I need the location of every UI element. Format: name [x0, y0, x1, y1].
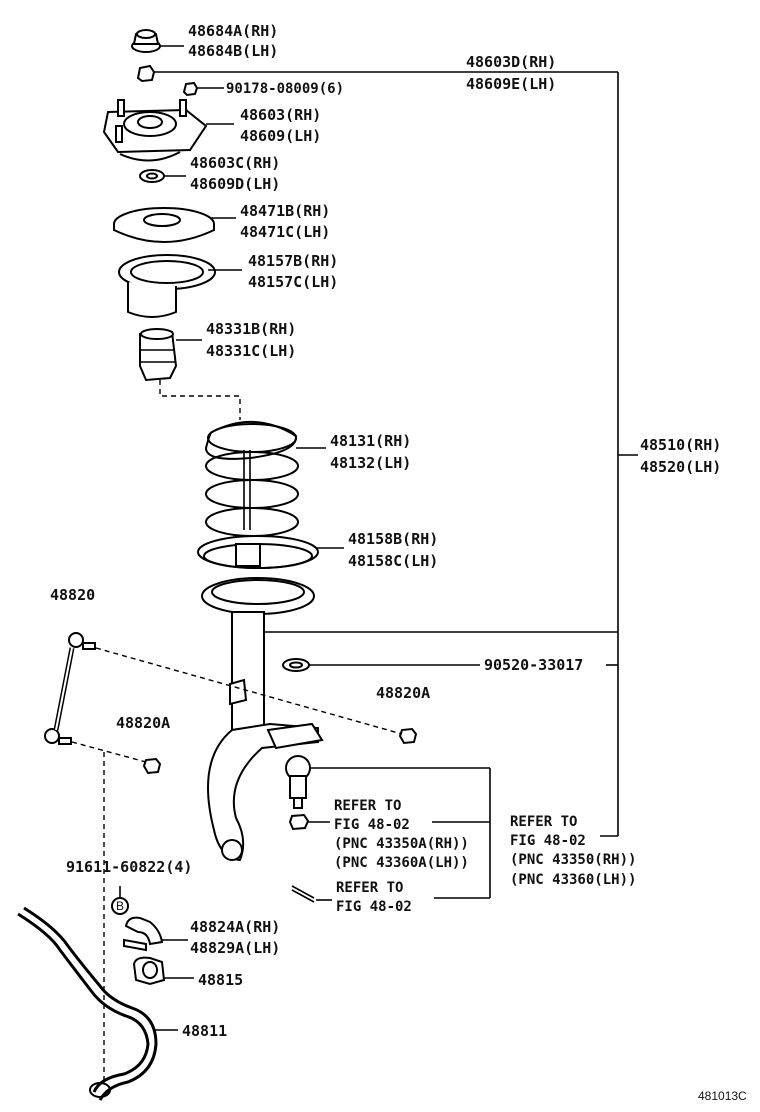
svg-text:48684B(LH): 48684B(LH): [188, 42, 278, 60]
label-48158: 48158B(RH) 48158C(LH): [348, 530, 438, 570]
svg-text:90178-08009(6): 90178-08009(6): [226, 81, 344, 97]
label-48684: 48684A(RH) 48684B(LH): [188, 22, 278, 60]
svg-text:48684A(RH): 48684A(RH): [188, 22, 278, 40]
svg-text:48331C(LH): 48331C(LH): [206, 342, 296, 360]
upper-mount-48603-drawing: [102, 99, 208, 162]
nut-48603d-drawing: [136, 64, 156, 83]
svg-text:481013C: 481013C: [698, 1089, 747, 1103]
svg-text:48157B(RH): 48157B(RH): [248, 252, 338, 270]
lower-insulator-48158-drawing: [197, 535, 319, 569]
svg-text:48131(RH): 48131(RH): [330, 432, 411, 450]
svg-text:48603(RH): 48603(RH): [240, 106, 321, 124]
svg-text:48603C(RH): 48603C(RH): [190, 154, 280, 172]
bushing-48815-drawing: [132, 956, 166, 986]
svg-text:48471C(LH): 48471C(LH): [240, 223, 330, 241]
nut-90178-drawing: [182, 81, 199, 97]
svg-text:48829A(LH): 48829A(LH): [190, 939, 280, 957]
stabilizer-bar-48811-drawing: [17, 906, 158, 1101]
svg-text:48510(RH): 48510(RH): [640, 436, 721, 454]
label-48157: 48157B(RH) 48157C(LH): [248, 252, 338, 291]
nut-48820a-left-drawing: [142, 757, 162, 775]
stabilizer-link-48820-drawing: [44, 632, 96, 745]
bracket-48824a-drawing: [123, 916, 164, 952]
label-90178: 90178-08009(6): [226, 81, 344, 97]
label-48820a-left: 48820A: [116, 714, 170, 732]
insulator-48157-drawing: [118, 254, 216, 318]
svg-text:48157C(LH): 48157C(LH): [248, 273, 338, 291]
svg-text:48603D(RH): 48603D(RH): [466, 53, 556, 71]
washer-48603c-drawing: [139, 169, 165, 183]
svg-text:48132(LH): 48132(LH): [330, 454, 411, 472]
svg-text:(PNC 43350A(RH)): (PNC 43350A(RH)): [334, 836, 469, 852]
label-48811: 48811: [182, 1022, 227, 1040]
strut-48510-drawing: [201, 577, 324, 862]
svg-text:FIG 48-02: FIG 48-02: [336, 899, 412, 915]
nut-ball-joint-drawing: [288, 813, 310, 831]
cotter-pin-drawing: [291, 885, 315, 903]
svg-text:48820A: 48820A: [116, 714, 170, 732]
svg-text:FIG 48-02: FIG 48-02: [510, 833, 586, 849]
svg-text:(PNC 43360A(LH)): (PNC 43360A(LH)): [334, 855, 469, 871]
label-48471: 48471B(RH) 48471C(LH): [240, 202, 330, 241]
svg-text:REFER TO: REFER TO: [336, 880, 403, 896]
label-refer-3: REFER TO FIG 48-02: [336, 880, 412, 915]
bump-stopper-48331-drawing: [139, 328, 178, 382]
label-refer-2: REFER TO FIG 48-02 (PNC 43350(RH)) (PNC …: [510, 814, 636, 888]
spring-seat-48471-drawing: [113, 207, 215, 243]
svg-text:REFER TO: REFER TO: [510, 814, 577, 830]
svg-text:48331B(RH): 48331B(RH): [206, 320, 296, 338]
svg-text:48824A(RH): 48824A(RH): [190, 918, 280, 936]
svg-text:48520(LH): 48520(LH): [640, 458, 721, 476]
svg-text:FIG 48-02: FIG 48-02: [334, 817, 410, 833]
svg-text:48158B(RH): 48158B(RH): [348, 530, 438, 548]
figure-code: 481013C: [698, 1089, 747, 1103]
label-48824: 48824A(RH) 48829A(LH): [190, 918, 280, 957]
label-90520: 90520-33017: [484, 656, 583, 674]
cap-48684-drawing: [131, 29, 161, 53]
svg-text:48609D(LH): 48609D(LH): [190, 175, 280, 193]
label-91611: 91611-60822(4): [66, 858, 192, 876]
svg-text:48820: 48820: [50, 586, 95, 604]
washer-90520-drawing: [282, 658, 310, 672]
ball-joint-drawing: [285, 755, 311, 809]
svg-text:91611-60822(4): 91611-60822(4): [66, 858, 192, 876]
svg-text:90520-33017: 90520-33017: [484, 656, 583, 674]
svg-text:48609E(LH): 48609E(LH): [466, 75, 556, 93]
label-refer-1: REFER TO FIG 48-02 (PNC 43350A(RH)) (PNC…: [334, 798, 469, 871]
leader-lines: [71, 45, 638, 1084]
svg-text:B: B: [116, 899, 124, 913]
svg-text:48811: 48811: [182, 1022, 227, 1040]
label-48603: 48603(RH) 48609(LH): [240, 106, 321, 145]
coil-spring-48131-drawing: [204, 421, 299, 537]
label-48510: 48510(RH) 48520(LH): [640, 436, 721, 476]
svg-text:(PNC 43360(LH)): (PNC 43360(LH)): [510, 872, 636, 888]
bolt-marker-drawing: B: [111, 897, 129, 915]
svg-text:48820A: 48820A: [376, 684, 430, 702]
label-48820: 48820: [50, 586, 95, 604]
svg-text:(PNC 43350(RH)): (PNC 43350(RH)): [510, 852, 636, 868]
nut-48820a-right-drawing: [398, 727, 418, 745]
svg-text:48158C(LH): 48158C(LH): [348, 552, 438, 570]
label-48131: 48131(RH) 48132(LH): [330, 432, 411, 472]
label-48603c: 48603C(RH) 48609D(LH): [190, 154, 280, 193]
label-48603d: 48603D(RH) 48609E(LH): [466, 53, 556, 93]
svg-text:48471B(RH): 48471B(RH): [240, 202, 330, 220]
svg-text:48815: 48815: [198, 971, 243, 989]
label-48815: 48815: [198, 971, 243, 989]
label-48820a-right: 48820A: [376, 684, 430, 702]
label-48331: 48331B(RH) 48331C(LH): [206, 320, 296, 360]
svg-text:48609(LH): 48609(LH): [240, 127, 321, 145]
svg-text:REFER TO: REFER TO: [334, 798, 401, 814]
